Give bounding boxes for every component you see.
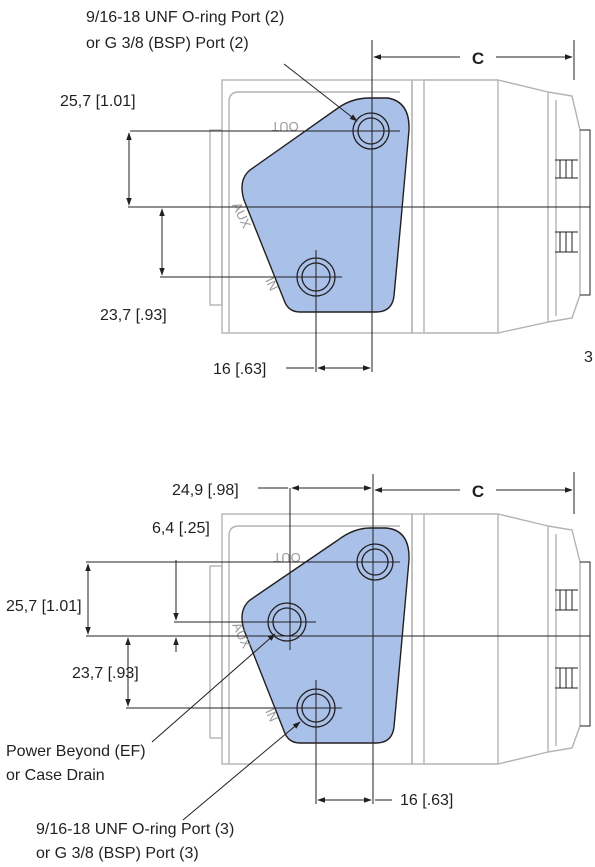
bottom-dim-c: C	[472, 482, 484, 501]
bottom-port-callout-line2: or G 3/8 (BSP) Port (3)	[36, 845, 199, 862]
top-dim-lower-vertical: 23,7 [.93]	[100, 307, 167, 324]
top-port-callout-line2: or G 3/8 (BSP) Port (2)	[86, 35, 249, 52]
top-port-callout-line1: 9/16-18 UNF O-ring Port (2)	[86, 9, 284, 26]
bottom-callout-power-line1: Power Beyond (EF)	[6, 743, 146, 760]
bottom-dim-horizontal: 16 [.63]	[400, 792, 453, 809]
top-port-plate	[241, 97, 410, 313]
top-etch-in: IN	[262, 275, 281, 293]
top-dim-upper-vertical: 25,7 [1.01]	[60, 93, 136, 110]
bottom-callout-power-line2: or Case Drain	[6, 767, 105, 784]
top-etch-out: OUT	[271, 119, 299, 134]
bottom-etch-out: OUT	[273, 550, 301, 565]
bottom-port-callout-line1: 9/16-18 UNF O-ring Port (3)	[36, 821, 234, 838]
top-edge-fragment: 3	[584, 349, 593, 366]
bottom-housing	[209, 513, 591, 765]
bottom-view: OUT AUX IN	[6, 472, 591, 862]
bottom-dim-top-horizontal: 24,9 [.98]	[172, 482, 239, 499]
bottom-dim-lower-vertical: 23,7 [.93]	[72, 665, 139, 682]
bottom-etch-in: IN	[262, 706, 281, 724]
top-view: OUT AUX IN 9/16-18 UNF O-ring Port (2) o…	[60, 9, 593, 378]
bottom-dim-upper-vertical: 25,7 [1.01]	[6, 598, 82, 615]
bottom-dim-small-vertical: 6,4 [.25]	[152, 520, 210, 537]
top-dim-horizontal: 16 [.63]	[213, 361, 266, 378]
top-dim-c: C	[472, 49, 484, 68]
